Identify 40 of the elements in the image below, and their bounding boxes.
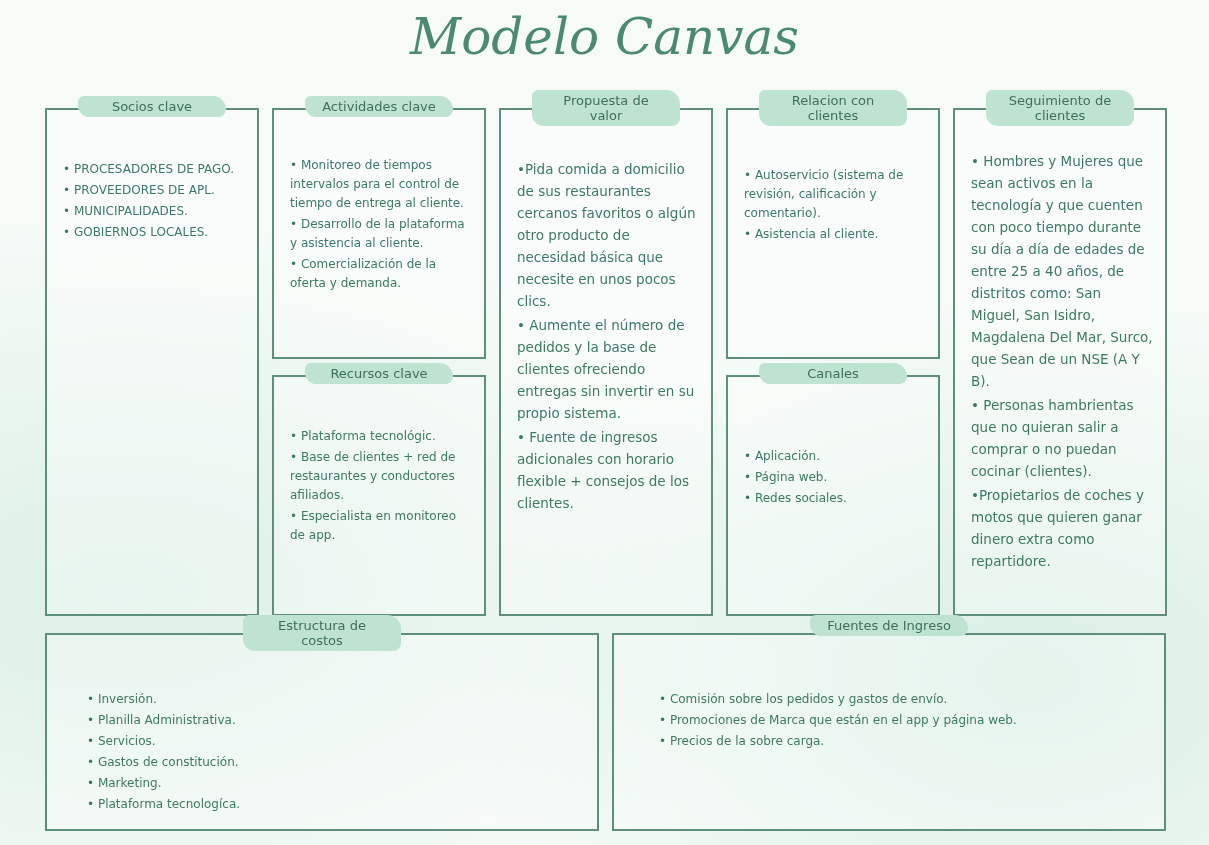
- bullet-item: • Autoservicio (sistema de revisión, calificación y comentario).: [744, 167, 905, 222]
- bullet-item: • Plataforma tecnológic.: [290, 428, 437, 445]
- bullet-item: • Comisión sobre los pedidos y gastos de envío.: [659, 691, 949, 708]
- section-heading: Estructura de costos: [243, 615, 401, 651]
- bullet-item: • Servicios.: [87, 733, 157, 750]
- bullet-item: • Gastos de constitución.: [87, 754, 240, 771]
- bullet-item: • Personas hambrientas que no quieran salir a comprar o no puedan cocinar (clientes).: [971, 396, 1135, 481]
- bullet-item: • Promociones de Marca que están en el app y página web.: [659, 712, 1018, 729]
- bullet-item: • Desarrollo de la plataforma y asistencia al cliente.: [290, 216, 466, 252]
- bullet-item: • Fuente de ingresos adicionales con horario flexible + consejos de los clientes.: [517, 428, 690, 513]
- bullet-item: • Planilla Administrativa.: [87, 712, 237, 729]
- bullet-item: • Aplicación.: [744, 448, 822, 465]
- bullet-item: • Asistencia al cliente.: [744, 226, 880, 243]
- section-heading: Relacion con clientes: [759, 90, 907, 126]
- title: Modelo Canvas: [408, 8, 800, 66]
- bullet-item: • Comercialización de la oferta y demanda.: [290, 256, 438, 292]
- bullet-item: • Aumente el número de pedidos y la base de clientes ofreciendo entregas sin invertir en su propio sistema.: [517, 316, 696, 423]
- bullet-item: • Hombres y Mujeres que sean activos en la tecnología y que cuenten con poco tiempo durante su día a día de edades de entre 25 a 40 años, de distritos como: San Miguel, San Isidro, Magdalena Del Mar, Surco, que Sean de un NSE (A Y B).: [971, 152, 1153, 391]
- bullet-item: • Redes sociales.: [744, 490, 848, 507]
- section-heading: Propuesta de valor: [532, 90, 680, 126]
- section-heading: Recursos clave: [305, 363, 453, 384]
- bullet-item: •Pida comida a domicilio de sus restaurantes cercanos favoritos o algún otro producto de necesidad básica que necesite en unos pocos clics.: [517, 160, 697, 311]
- section-heading: Canales: [759, 363, 907, 384]
- bullet-item: • PROCESADORES DE PAGO.: [63, 161, 236, 178]
- bullet-item: • Base de clientes + red de restaurantes y conductores afiliados.: [290, 449, 457, 504]
- section-heading: Fuentes de Ingreso: [810, 615, 968, 636]
- bullet-item: • Precios de la sobre carga.: [659, 733, 826, 750]
- section-heading: Actividades clave: [305, 96, 453, 117]
- bullet-item: • Plataforma tecnologíca.: [87, 796, 242, 813]
- bullet-item: • PROVEEDORES DE APL.: [63, 182, 216, 199]
- bullet-item: •Propietarios de coches y motos que quieren ganar dinero extra como repartidore.: [971, 486, 1145, 571]
- bullet-item: • MUNICIPALIDADES.: [63, 203, 189, 220]
- bullet-item: • Inversión.: [87, 691, 158, 708]
- bullet-item: • GOBIERNOS LOCALES.: [63, 224, 210, 241]
- bullet-item: • Página web.: [744, 469, 829, 486]
- bullet-item: • Marketing.: [87, 775, 163, 792]
- bullet-item: • Monitoreo de tiempos intervalos para el control de tiempo de entrega al cliente.: [290, 157, 465, 212]
- bullet-item: • Especialista en monitoreo de app.: [290, 508, 458, 544]
- section-heading: Socios clave: [78, 96, 226, 117]
- section-heading: Seguimiento de clientes: [986, 90, 1134, 126]
